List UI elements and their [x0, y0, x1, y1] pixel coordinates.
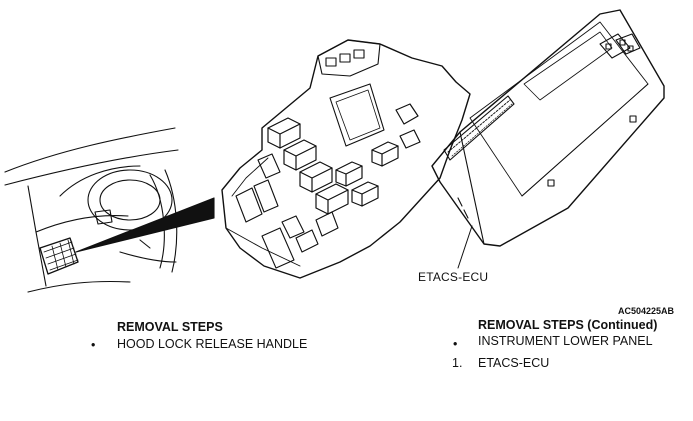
right-step-2-number: 1.	[452, 356, 463, 370]
left-steps-title: REMOVAL STEPS	[117, 320, 223, 334]
left-step-1-bullet: •	[91, 338, 96, 352]
left-step-1-label: HOOD LOCK RELEASE HANDLE	[117, 337, 308, 351]
right-step-1-bullet: •	[453, 337, 458, 351]
right-steps-title: REMOVAL STEPS (Continued)	[478, 318, 657, 332]
right-steps-title-text: REMOVAL STEPS	[478, 318, 584, 332]
right-step-2-label: ETACS-ECU	[478, 356, 550, 370]
etacs-ecu-callout-label: ETACS-ECU	[418, 270, 489, 284]
figure-code: AC504225AB	[618, 306, 675, 316]
relay-block	[221, 39, 471, 279]
etacs-ecu-module	[431, 9, 665, 269]
dashboard-inset	[4, 127, 215, 293]
right-steps-title-suffix: (Continued)	[587, 318, 658, 332]
right-step-1-label: INSTRUMENT LOWER PANEL	[478, 334, 653, 348]
